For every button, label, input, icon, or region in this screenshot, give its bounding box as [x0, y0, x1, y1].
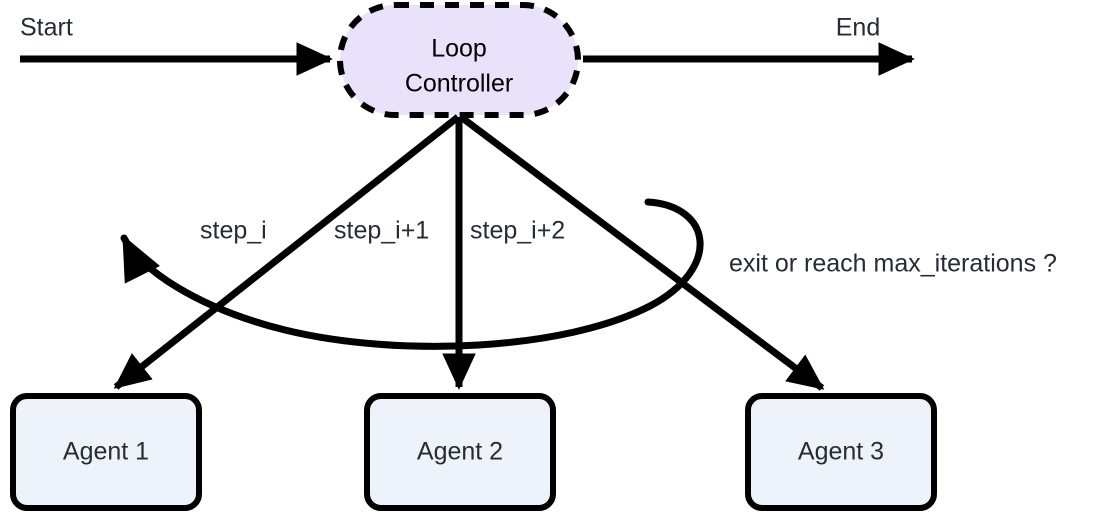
agent-2-label: Agent 2	[417, 438, 503, 466]
loop-controller-shape	[337, 2, 581, 118]
edge-label-step-i-plus-2: step_i+2	[470, 217, 565, 245]
edge-feedback-loop	[120, 198, 704, 350]
start-label: Start	[20, 14, 73, 42]
edge-label-feedback-condition: exit or reach max_iterations ?	[729, 250, 1057, 278]
agent-2-shape	[364, 393, 556, 511]
agent-3-shape	[745, 393, 937, 511]
end-label: End	[836, 14, 880, 42]
agent-3-label: Agent 3	[798, 438, 884, 466]
node-loop-controller[interactable]: Loop Controller	[337, 2, 581, 118]
edge-label-step-i-plus-1: step_i+1	[334, 217, 429, 245]
agent-1-shape	[10, 393, 202, 511]
loop-controller-label-line1: Loop	[431, 35, 487, 63]
node-agent-3[interactable]: Agent 3	[745, 393, 937, 511]
node-agent-2[interactable]: Agent 2	[364, 393, 556, 511]
loop-controller-label-line2: Controller	[405, 70, 513, 98]
edge-loop-controller-to-agent-3	[458, 114, 825, 391]
edge-label-step-i: step_i	[200, 217, 267, 245]
node-agent-1[interactable]: Agent 1	[10, 393, 202, 511]
agent-1-label: Agent 1	[63, 438, 149, 466]
edge-loop-controller-to-agent-1	[113, 114, 461, 390]
